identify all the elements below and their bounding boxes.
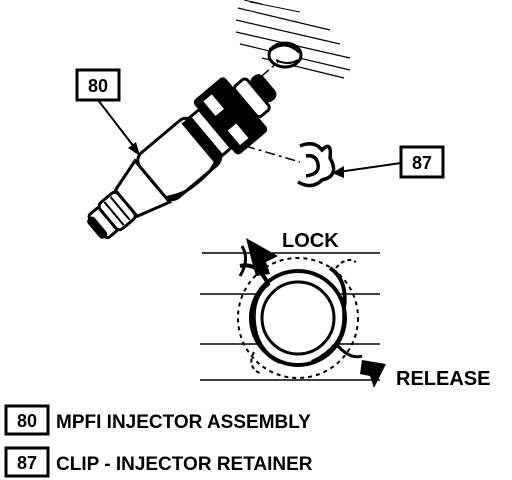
svg-text:87: 87	[412, 153, 432, 173]
legend: 80 MPFI INJECTOR ASSEMBLY 87 CLIP - INJE…	[4, 404, 313, 478]
svg-text:MPFI INJECTOR ASSEMBLY: MPFI INJECTOR ASSEMBLY	[56, 412, 311, 433]
svg-text:80: 80	[88, 76, 108, 96]
clip-detail-view: LOCK RELEASE	[200, 230, 490, 390]
injector-retainer-clip	[297, 142, 336, 188]
callout-80: 80	[75, 68, 140, 156]
callout-87: 87	[332, 145, 445, 179]
svg-text:CLIP - INJECTOR RETAINER: CLIP - INJECTOR RETAINER	[56, 454, 313, 475]
fuel-rail	[235, 0, 351, 79]
legend-item-80: 80 MPFI INJECTOR ASSEMBLY	[4, 404, 311, 436]
lock-label: LOCK	[282, 230, 339, 252]
svg-text:80: 80	[17, 411, 37, 431]
injector-assembly	[87, 74, 277, 240]
svg-text:87: 87	[17, 453, 37, 473]
release-arrow	[360, 360, 386, 388]
release-label: RELEASE	[396, 368, 490, 390]
legend-item-87: 87 CLIP - INJECTOR RETAINER	[4, 446, 313, 478]
lock-arrow	[238, 238, 278, 277]
